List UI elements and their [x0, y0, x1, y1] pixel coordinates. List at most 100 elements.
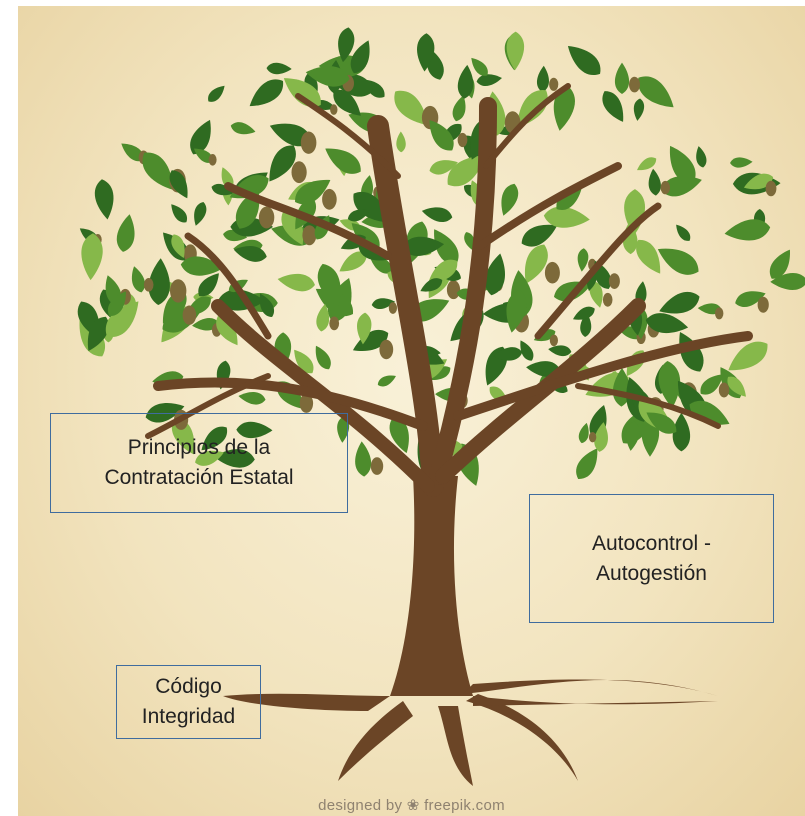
acorn [765, 180, 777, 197]
leaf [333, 89, 361, 116]
acorn [388, 302, 397, 314]
leaf [107, 291, 126, 316]
leaf [396, 131, 406, 153]
leaf [700, 374, 724, 395]
leaf [735, 291, 766, 307]
tree-canopy [77, 27, 805, 486]
acorn [329, 316, 340, 331]
acorn [291, 161, 307, 184]
leaf [769, 249, 790, 279]
autocontrol-label-line-2: Autogestión [596, 561, 707, 585]
codigo-label-line-2: Integridad [141, 705, 236, 728]
leaf [394, 90, 428, 126]
leaf [213, 449, 255, 468]
codigo-label-line-1: Código [155, 675, 222, 698]
leaf [659, 292, 700, 314]
acorn [757, 296, 769, 313]
leaf [506, 31, 525, 71]
leaf [420, 278, 443, 292]
leaf [464, 232, 475, 252]
leaf [648, 168, 661, 196]
acorn [302, 225, 317, 246]
credit-brand: freepik.com [424, 797, 505, 814]
leaf [352, 329, 389, 351]
leaf [556, 187, 582, 210]
leaf [537, 65, 549, 93]
leaf [223, 229, 248, 242]
acorn [182, 305, 197, 325]
leaf [193, 148, 213, 163]
leaf [646, 412, 677, 434]
leaf [94, 179, 114, 220]
acorn [300, 131, 317, 154]
leaf [283, 78, 321, 107]
acorn [544, 261, 560, 284]
leaf [389, 416, 409, 454]
leaf [208, 85, 225, 102]
acorn [457, 132, 468, 148]
leaf [249, 79, 283, 107]
leaf [452, 95, 466, 122]
acorn [549, 77, 559, 91]
leaf [633, 98, 645, 121]
tree-branches [145, 83, 753, 497]
leaf [471, 57, 488, 76]
leaf [506, 289, 527, 333]
leaf [171, 204, 188, 223]
leaf [493, 347, 523, 361]
leaf [371, 298, 396, 310]
leaf [428, 259, 458, 283]
leaf [316, 304, 330, 332]
leaf [116, 214, 135, 252]
leaf [81, 233, 103, 281]
leaf [457, 64, 474, 99]
leaf [277, 273, 315, 292]
acorn [608, 273, 620, 289]
leaf [641, 418, 660, 457]
leaf [594, 422, 608, 452]
leaf [171, 234, 185, 258]
autocontrol-label-box: Autocontrol - Autogestión [529, 494, 774, 623]
leaf [377, 375, 396, 387]
leaf [743, 173, 774, 190]
leaf [338, 27, 355, 63]
leaf [121, 143, 144, 162]
leaf [543, 206, 590, 228]
leaf [305, 66, 350, 87]
leaf [434, 229, 459, 265]
leaf [669, 145, 696, 184]
leaf [401, 236, 445, 256]
principios-label-line-1: Principios de la [127, 436, 271, 459]
leaf [645, 313, 689, 333]
leaf [233, 246, 267, 262]
acorn [370, 457, 384, 475]
diagram-canvas: Principios de la Contratación Estatal Au… [18, 6, 805, 816]
acorn [660, 180, 670, 195]
leaf [417, 33, 435, 72]
leaf [266, 62, 292, 75]
acorn [208, 154, 217, 166]
leaf [429, 120, 454, 151]
leaf [578, 422, 589, 444]
acorn [715, 307, 724, 320]
leaf [573, 306, 595, 320]
leaf [230, 122, 256, 135]
leaf [625, 421, 640, 451]
leaf [294, 349, 314, 374]
leaf [521, 224, 558, 247]
leaf [295, 179, 331, 205]
leaf [317, 263, 341, 307]
acorn [588, 432, 597, 443]
leaf [679, 332, 704, 372]
leaf [636, 239, 661, 274]
leaf [520, 340, 534, 361]
leaf [614, 62, 630, 94]
image-credit: designed by ❀ freepik.com [18, 796, 805, 814]
leaf [672, 412, 691, 452]
leaf [211, 183, 235, 196]
leaf [194, 202, 207, 226]
acorn [299, 393, 314, 413]
leaf [195, 450, 224, 466]
leaf [357, 312, 372, 345]
leaf [337, 416, 350, 443]
